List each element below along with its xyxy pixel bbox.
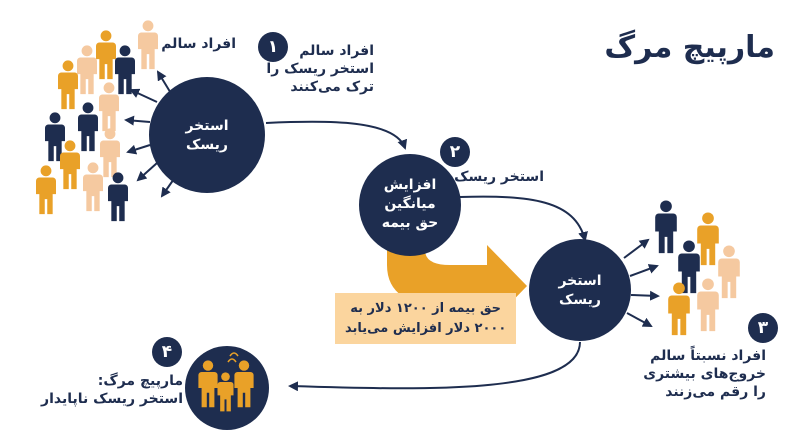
people-group-right xyxy=(655,200,740,336)
step-badge-2: ۲ xyxy=(440,137,470,167)
step4-line: مارپیچ مرگ: xyxy=(97,373,183,389)
people-in-spiral-circle xyxy=(198,352,254,412)
step1-text: افراد سالم استخر ریسک را ترک می‌کنند xyxy=(266,42,374,97)
arrow-pool1-to-premium xyxy=(265,120,407,150)
step3-line: را رقم می‌زنند xyxy=(665,384,766,401)
premium-circle-line: میانگین xyxy=(384,195,436,212)
risk-pool-2-line: استخر xyxy=(558,273,602,289)
risk-pool-2-line: ریسک xyxy=(559,291,601,308)
premium-circle-label: افزایش میانگین حق بیمه xyxy=(359,176,461,233)
step-badge-1: ۱ xyxy=(258,32,288,62)
step3-line: افراد نسبتاً سالم xyxy=(650,348,766,364)
risk-pool-circle-1 xyxy=(149,77,265,193)
healthy-people-label: افراد سالم xyxy=(161,36,236,52)
step4-text: مارپیچ مرگ: استخر ریسک ناپایدار xyxy=(41,372,183,408)
risk-pool-2-label: استخر ریسک xyxy=(529,272,631,310)
page-title: مارپیچ مرگ xyxy=(604,30,775,65)
risk-pool-circle-2 xyxy=(529,239,631,341)
step4-line: استخر ریسک ناپایدار xyxy=(41,391,183,408)
premium-note-line: ۲۰۰۰ دلار افزایش می‌یابد xyxy=(345,320,507,336)
premium-increase-note: حق بیمه از ۱۲۰۰ دلار به ۲۰۰۰ دلار افزایش… xyxy=(335,293,517,344)
arrow-pool2-to-spiral xyxy=(288,341,581,392)
step1-line: افراد سالم xyxy=(299,43,374,59)
step-badge-3: ۳ xyxy=(748,313,778,343)
step3-text: افراد نسبتاً سالم خروج‌های بیشتری را رقم… xyxy=(643,347,766,402)
step3-line: خروج‌های بیشتری xyxy=(643,366,766,383)
exit-arrows-right xyxy=(623,238,660,327)
premium-circle-line: افزایش xyxy=(383,177,437,193)
step2-risk-pool-label: استخر ریسک xyxy=(454,169,544,185)
premium-increase-circle xyxy=(359,154,461,256)
risk-pool-1-label: استخر ریسک xyxy=(149,117,265,155)
arrow-premium-to-pool2 xyxy=(459,195,588,242)
step1-line: استخر ریسک را xyxy=(266,61,374,78)
risk-pool-1-line: ریسک xyxy=(186,136,228,153)
risk-pool-1-line: استخر xyxy=(185,118,229,134)
premium-circle-line: حق بیمه xyxy=(381,214,439,231)
step-badge-4: ۴ xyxy=(152,337,182,367)
step1-line: ترک می‌کنند xyxy=(290,79,374,96)
premium-note-line: حق بیمه از ۱۲۰۰ دلار به xyxy=(350,301,502,316)
